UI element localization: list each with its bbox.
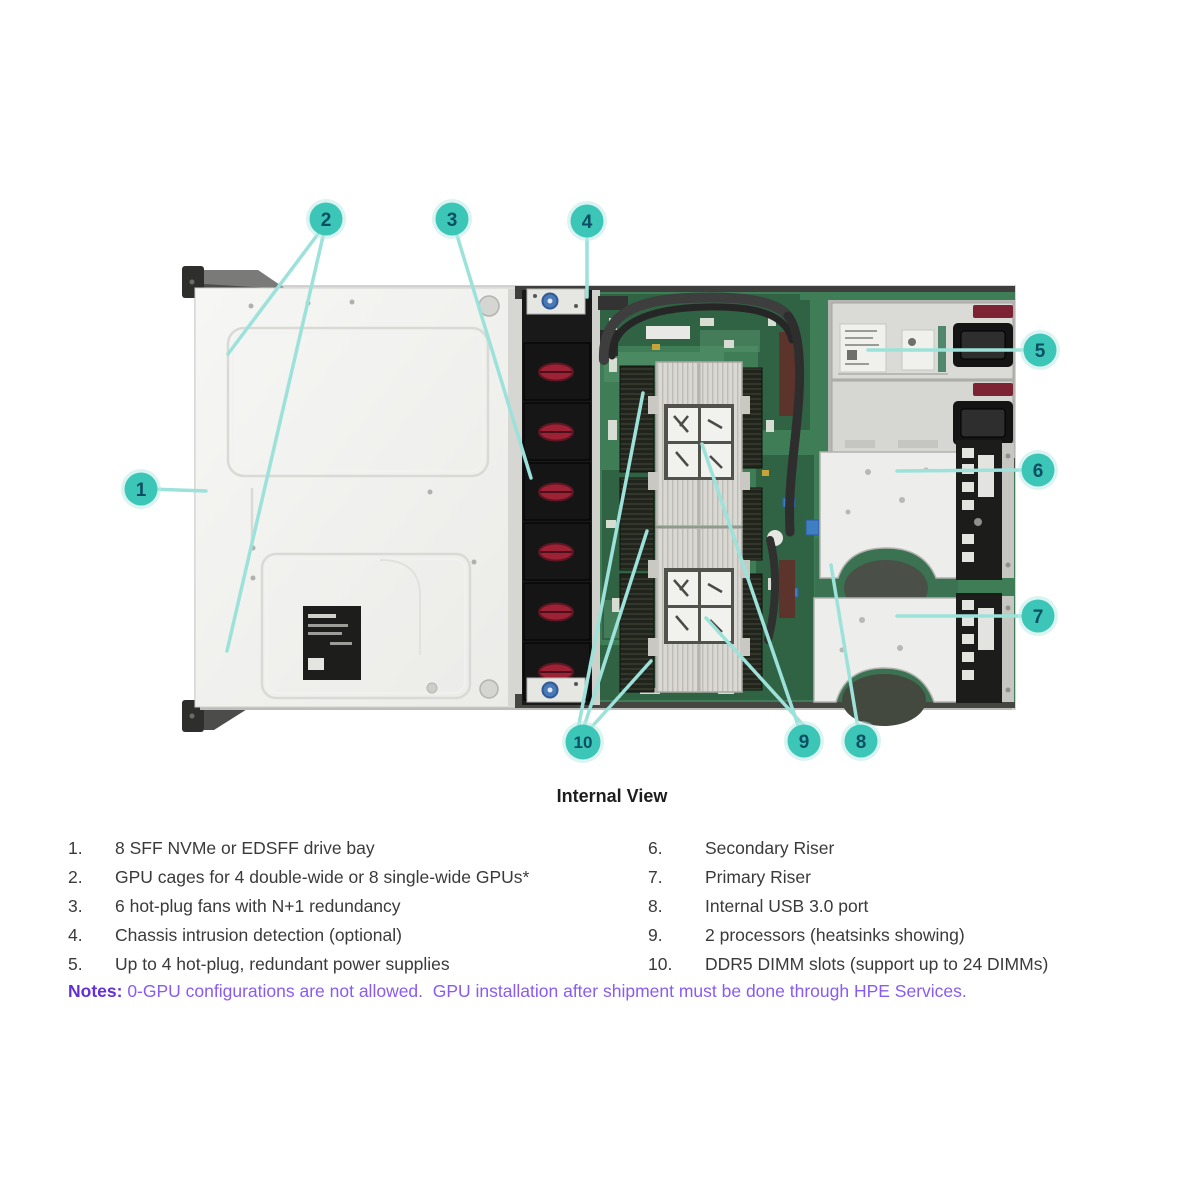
chassis-intrusion-switch [526,288,586,315]
legend-row: 3. 6 hot-plug fans with N+1 redundancy 8… [68,892,1183,921]
legend-item-text: Chassis intrusion detection (optional) [115,925,402,945]
figure-title: Internal View [556,786,668,806]
callout-leader-lines [148,228,1028,732]
svg-text:4: 4 [582,212,593,233]
heatsink-bottom [648,527,750,693]
callout-badge-7: 7 [1018,596,1058,636]
svg-text:3: 3 [447,210,458,231]
legend-item-text: 8 SFF NVMe or EDSFF drive bay [115,838,375,858]
callout-badge-10: 10 [562,721,604,763]
power-connector [779,560,795,618]
legend-row: 4. Chassis intrusion detection (optional… [68,921,1183,950]
svg-text:6: 6 [1033,461,1044,482]
legend-row: 5. Up to 4 hot-plug, redundant power sup… [68,950,1183,979]
legend-item-number: 4. [68,925,83,945]
notes-text: 0-GPU configurations are not allowed. GP… [122,981,967,1001]
callout-badges: 1 2 3 4 5 6 7 [121,199,1060,763]
legend-row: 1. 8 SFF NVMe or EDSFF drive bay 6. Seco… [68,834,1183,863]
drive-bay-cover [194,287,522,708]
notes: Notes: 0-GPU configurations are not allo… [68,977,1113,1006]
pcb-label [646,326,690,339]
fan-wall-divider [592,290,600,705]
legend: 1. 8 SFF NVMe or EDSFF drive bay 6. Seco… [68,834,1183,979]
power-connector [779,332,795,416]
svg-text:10: 10 [574,733,593,752]
legend-item-text: Secondary Riser [705,838,835,858]
legend-item-number: 1. [68,838,83,858]
legend-item-text: 2 processors (heatsinks showing) [705,925,965,945]
legend-item-number: 10. [648,954,673,974]
callout-badge-8: 8 [841,721,881,761]
callout-badge-9: 9 [784,721,824,761]
callout-badge-2: 2 [306,199,346,239]
legend-item-text: Internal USB 3.0 port [705,896,869,916]
legend-item-number: 3. [68,896,83,916]
risers [805,440,1014,726]
server-internal-view-diagram: 1 2 3 4 5 6 7 [121,199,1060,763]
svg-text:7: 7 [1033,607,1044,628]
processor-heatsinks [648,361,750,693]
heatsink-top [648,361,750,527]
svg-text:8: 8 [856,732,867,753]
legend-item-text: Up to 4 hot-plug, redundant power suppli… [115,954,450,974]
svg-text:1: 1 [136,480,147,501]
svg-text:5: 5 [1035,341,1046,362]
power-supplies [828,300,1015,468]
legend-item-text: 6 hot-plug fans with N+1 redundancy [115,896,401,916]
callout-badge-5: 5 [1020,330,1060,370]
legend-item-text: DDR5 DIMM slots (support up to 24 DIMMs) [705,954,1049,974]
legend-item-number: 7. [648,867,663,887]
legend-item-number: 9. [648,925,663,945]
callout-badge-1: 1 [121,469,161,509]
legend-item-number: 8. [648,896,663,916]
secondary-riser [819,440,1014,580]
cable-bundles [598,292,906,692]
psu-1 [831,302,1014,380]
svg-text:2: 2 [321,210,332,231]
legend-item-number: 6. [648,838,663,858]
legend-row: 2. GPU cages for 4 double-wide or 8 sing… [68,863,1183,892]
callout-badge-3: 3 [432,199,472,239]
fan-bracket-bottom [526,677,586,703]
notes-label: Notes: [68,981,123,1001]
svg-text:9: 9 [799,732,810,753]
callout-badge-6: 6 [1018,450,1058,490]
primary-riser [813,593,1014,703]
legend-item-number: 2. [68,867,83,887]
legend-item-number: 5. [68,954,83,974]
legend-item-text: GPU cages for 4 double-wide or 8 single-… [115,867,530,887]
callout-badge-4: 4 [567,201,607,241]
legend-item-text: Primary Riser [705,867,811,887]
fan-bank [522,288,592,705]
